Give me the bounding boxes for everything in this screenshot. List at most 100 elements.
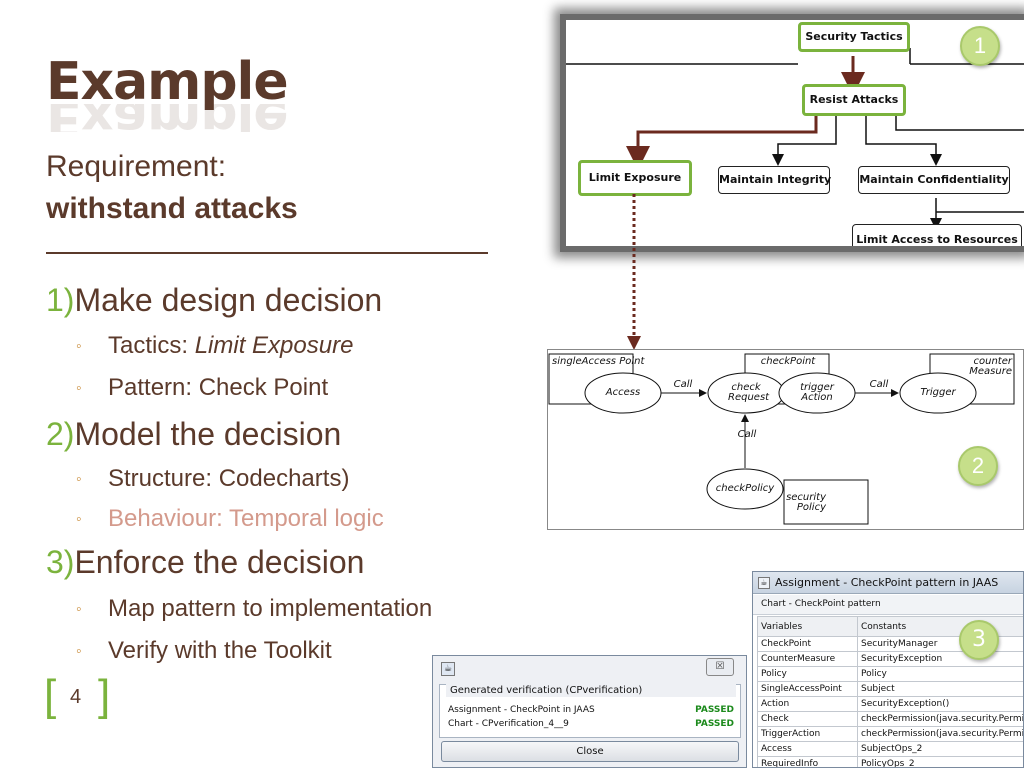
window-title-bar: ☕ Assignment - CheckPoint pattern in JAA… — [753, 572, 1023, 594]
method-access: Access — [605, 387, 641, 398]
set-security-policy: security Policy — [786, 492, 826, 513]
item-text: Map pattern to implementation — [108, 595, 433, 622]
tactic-limit-exposure: Limit Exposure — [578, 160, 692, 196]
step-2-item-1: ◦ Structure: Codecharts) — [76, 465, 349, 493]
bullet-icon: ◦ — [76, 642, 82, 660]
table-cell: SingleAccessPoint — [757, 681, 858, 697]
item-text: Behaviour: Temporal logic — [108, 505, 384, 532]
step-label: Make design decision — [74, 282, 383, 318]
item-text: Tactics: — [108, 332, 195, 359]
divider — [46, 252, 488, 254]
verification-dialog: ☕ ☒ Generated verification (CPverificati… — [432, 655, 747, 768]
set-check-point: checkPoint — [760, 356, 816, 367]
bracket-left-icon: [ — [44, 671, 57, 720]
table-cell: checkPermission(java.security.Permi — [857, 726, 1023, 742]
column-header[interactable]: Constants — [857, 616, 1023, 637]
bullet-icon: ◦ — [76, 600, 82, 618]
step-1: 1)Make design decision — [46, 282, 382, 319]
table-cell: CounterMeasure — [757, 651, 858, 667]
column-header[interactable]: Variables — [757, 616, 858, 637]
verification-row-label: Assignment - CheckPoint in JAAS — [448, 705, 595, 715]
tactics-tree: Security Tactics Resist Attacks Limit Ex… — [560, 14, 1024, 252]
step-3-item-1: ◦ Map pattern to implementation — [76, 595, 432, 623]
item-emphasis: Limit Exposure — [194, 332, 354, 359]
table-cell: CheckPoint — [757, 636, 858, 652]
window-title: Assignment - CheckPoint pattern in JAAS — [775, 576, 999, 589]
page-number-value: 4 — [70, 686, 82, 708]
badge-2: 2 — [958, 446, 998, 486]
relation-call-1: Call — [673, 379, 693, 390]
step-label: Enforce the decision — [74, 544, 365, 580]
verification-status: PASSED — [695, 719, 734, 729]
slide-title: Example — [46, 52, 289, 112]
verification-group: Generated verification (CPverification) … — [439, 684, 741, 738]
method-trigger: Trigger — [920, 387, 956, 398]
badge-3: 3 — [959, 620, 999, 660]
step-label: Model the decision — [74, 416, 342, 452]
java-icon: ☕ — [441, 662, 455, 676]
badge-1: 1 — [960, 26, 1000, 66]
chart-subtitle: Chart - CheckPoint pattern — [753, 595, 1023, 615]
step-3: 3)Enforce the decision — [46, 544, 364, 581]
step-3-item-2: ◦ Verify with the Toolkit — [76, 637, 332, 665]
bullet-icon: ◦ — [76, 337, 82, 355]
table-cell: checkPermission(java.security.Permi — [857, 711, 1023, 727]
table-header-row: Variables Constants — [757, 616, 1023, 637]
method-trigger-action: trigger Action — [800, 382, 834, 403]
method-check-request: check Request — [728, 382, 770, 403]
table-cell: PolicyOps_2 — [857, 756, 1023, 767]
tactic-resist-attacks: Resist Attacks — [802, 84, 906, 116]
step-number: 2) — [46, 416, 75, 452]
verification-status: PASSED — [695, 705, 734, 715]
tactic-security-tactics: Security Tactics — [798, 22, 910, 52]
dotted-connector — [627, 194, 641, 350]
table-cell: Policy — [757, 666, 858, 682]
tactic-maintain-integrity: Maintain Integrity — [718, 166, 831, 194]
step-1-item-2: ◦ Pattern: Check Point — [76, 374, 328, 402]
item-text: Pattern: Check Point — [108, 374, 329, 401]
table-cell: SubjectOps_2 — [857, 741, 1023, 757]
method-check-policy: checkPolicy — [715, 483, 775, 494]
codechart: singleAccess Point checkPoint counter Me… — [547, 349, 1024, 530]
requirement-value: withstand attacks — [46, 192, 298, 225]
assignment-window: ☕ Assignment - CheckPoint pattern in JAA… — [752, 571, 1024, 768]
relation-call-3: Call — [737, 429, 757, 440]
item-text: Verify with the Toolkit — [108, 637, 332, 664]
table-cell: SecurityManager — [857, 636, 1023, 652]
slide-title-reflection: Example — [46, 104, 288, 132]
table-cell: TriggerAction — [757, 726, 858, 742]
step-2: 2)Model the decision — [46, 416, 341, 453]
requirement-label: Requirement: — [46, 150, 227, 183]
bullet-icon: ◦ — [76, 510, 82, 528]
table-cell: Subject — [857, 681, 1023, 697]
tactic-limit-access-to-resources: Limit Access to Resources — [852, 224, 1022, 246]
close-button[interactable]: Close — [441, 741, 739, 762]
bullet-icon: ◦ — [76, 379, 82, 397]
table-cell: Action — [757, 696, 858, 712]
set-single-access-point: singleAccess Point — [552, 356, 645, 367]
step-number: 3) — [46, 544, 75, 580]
table-cell: SecurityException() — [857, 696, 1023, 712]
table-cell: Check — [757, 711, 858, 727]
codechart-shapes — [548, 353, 1015, 525]
verification-group-title: Generated verification (CPverification) — [446, 684, 736, 697]
page-number: [ 4 ] — [44, 674, 114, 722]
step-2-item-2: ◦ Behaviour: Temporal logic — [76, 505, 384, 533]
step-1-item-1: ◦ Tactics: Limit Exposure — [76, 332, 353, 360]
table-cell: Access — [757, 741, 858, 757]
close-icon[interactable]: ☒ — [706, 658, 734, 676]
bracket-right-icon: ] — [98, 671, 111, 720]
bullet-icon: ◦ — [76, 470, 82, 488]
table-cell: Policy — [857, 666, 1023, 682]
table-cell: RequiredInfo — [757, 756, 858, 767]
item-text: Structure: Codecharts) — [108, 465, 350, 492]
